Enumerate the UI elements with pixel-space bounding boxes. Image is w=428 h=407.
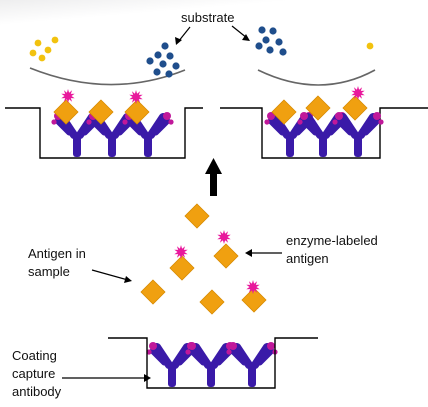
well-outline-right	[220, 107, 428, 159]
enzyme-icon	[246, 280, 260, 294]
coating-label-arrow	[62, 374, 151, 382]
antibody-icon	[122, 112, 174, 157]
antigen-icon	[199, 289, 225, 315]
product-dot-right	[366, 42, 374, 50]
enzyme-icon	[174, 245, 188, 259]
well-outline-left	[5, 107, 203, 159]
enzymes-layer	[61, 86, 365, 294]
background-sheen	[0, 0, 428, 36]
coating-label-line1: Coating	[12, 348, 57, 363]
antigen-label-line1: Antigen in	[28, 246, 86, 261]
enzyme-icon	[129, 90, 143, 104]
antibody-icon	[185, 342, 237, 387]
substrate-dots-left	[146, 42, 180, 78]
enzyme-icon	[351, 86, 365, 100]
antigen-label-arrow	[91, 269, 132, 283]
substrate-dots-right	[255, 26, 287, 56]
enzyme-label-line1: enzyme-labeled	[286, 233, 378, 248]
coating-label-line3: antibody	[12, 384, 62, 399]
substrate-arrow-right	[231, 25, 250, 41]
antibodies-layer	[51, 112, 384, 387]
antibody-icon	[332, 112, 384, 157]
substrate-arc-left	[29, 67, 186, 86]
enzyme-label-arrow	[245, 249, 282, 257]
antigen-icon	[169, 255, 195, 281]
substrate-arc-right	[257, 69, 376, 86]
enzyme-label-line2: antigen	[286, 251, 329, 266]
up-arrow-icon	[205, 158, 222, 196]
antigens-layer	[53, 95, 368, 315]
antibody-icon	[226, 342, 278, 387]
substrate-arrow-left	[175, 26, 191, 45]
antigen-icon	[184, 203, 210, 229]
substrate-label: substrate	[181, 10, 234, 25]
antigen-label-line2: sample	[28, 264, 70, 279]
antigen-icon	[305, 95, 331, 121]
antigen-icon	[53, 99, 79, 125]
product-dots-left	[29, 36, 59, 62]
antigen-icon	[342, 95, 368, 121]
coating-label-line2: capture	[12, 366, 55, 381]
antigen-icon	[124, 99, 150, 125]
antigen-icon	[140, 279, 166, 305]
antigen-icon	[241, 287, 267, 313]
antigen-icon	[213, 243, 239, 269]
antigen-icon	[88, 99, 114, 125]
enzyme-icon	[217, 230, 231, 244]
enzyme-icon	[61, 89, 75, 103]
well-outline-bottom	[108, 337, 318, 389]
antigen-icon	[271, 99, 297, 125]
